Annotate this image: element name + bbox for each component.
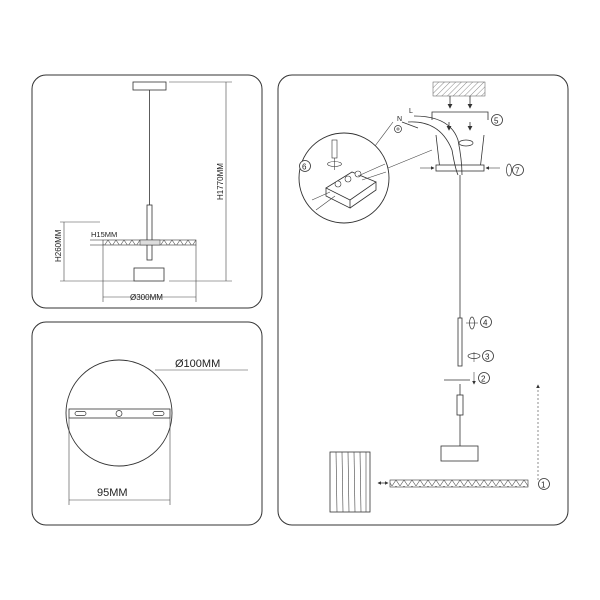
- step-4-label: 4: [483, 319, 488, 328]
- dimensions-panel: H1770MM H260MM H15MM Ø300MM: [31, 74, 263, 309]
- installation-shade: [440, 445, 479, 462]
- wiring-detail-circle: [298, 132, 390, 224]
- step-7-label: 7: [515, 167, 520, 176]
- canopy: [132, 81, 167, 91]
- disc-diameter-label: Ø300MM: [130, 293, 163, 302]
- step-5-label: 5: [494, 117, 499, 126]
- disc-thickness-label: H15MM: [91, 230, 117, 239]
- disc-side-view: [329, 451, 371, 513]
- live-label: L: [409, 108, 413, 115]
- installation-disc: [389, 479, 529, 488]
- total-height-label: H1770MM: [216, 163, 225, 200]
- canopy-panel: Ø100MM 95MM: [31, 321, 263, 526]
- step-6-label: 6: [302, 163, 307, 172]
- neutral-label: N: [397, 116, 402, 123]
- installation-panel: N L 5 7 6: [277, 74, 569, 526]
- step-3-label: 3: [485, 353, 490, 362]
- canopy-diameter-label: Ø100MM: [175, 358, 220, 370]
- step-2-label: 2: [481, 375, 486, 384]
- step-1-label: 1: [541, 481, 546, 490]
- mount-width-label: 95MM: [97, 487, 128, 499]
- ceiling: [432, 81, 486, 97]
- body-height-label: H260MM: [54, 229, 63, 262]
- lamp-shade: [133, 267, 165, 282]
- lamp-rod: [146, 204, 153, 261]
